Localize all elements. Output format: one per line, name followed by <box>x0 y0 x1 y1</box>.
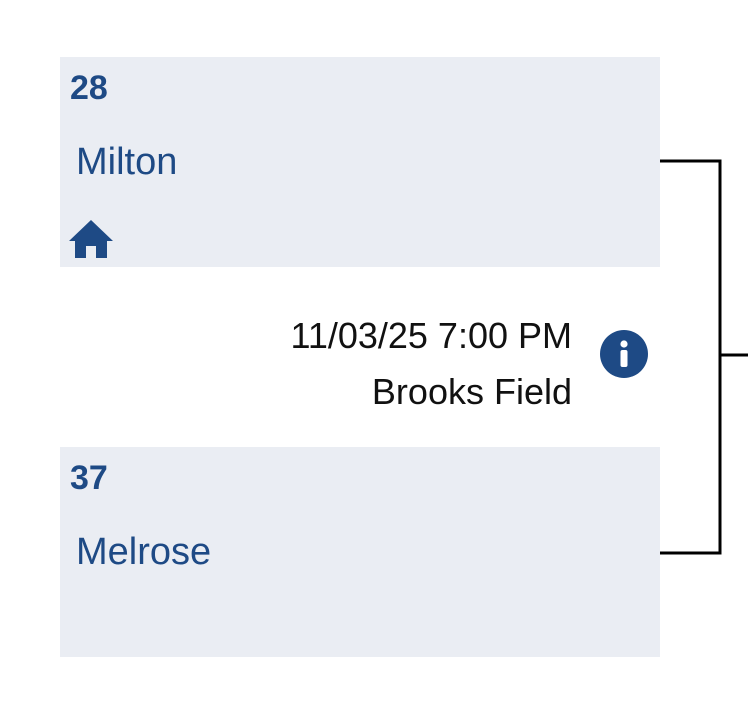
game-info-button[interactable] <box>600 330 648 378</box>
team-card-top[interactable]: 28 Milton <box>60 57 660 267</box>
home-icon <box>69 220 113 258</box>
team-seed: 28 <box>70 69 108 107</box>
info-icon <box>620 340 628 367</box>
game-datetime: 11/03/25 7:00 PM <box>290 315 572 356</box>
team-name: Melrose <box>76 531 212 573</box>
team-card-bottom[interactable]: 37 Melrose <box>60 447 660 657</box>
team-name: Milton <box>76 141 178 183</box>
team-seed: 37 <box>70 459 108 497</box>
game-info: 11/03/25 7:00 PM Brooks Field <box>290 308 572 420</box>
game-venue: Brooks Field <box>371 371 572 412</box>
